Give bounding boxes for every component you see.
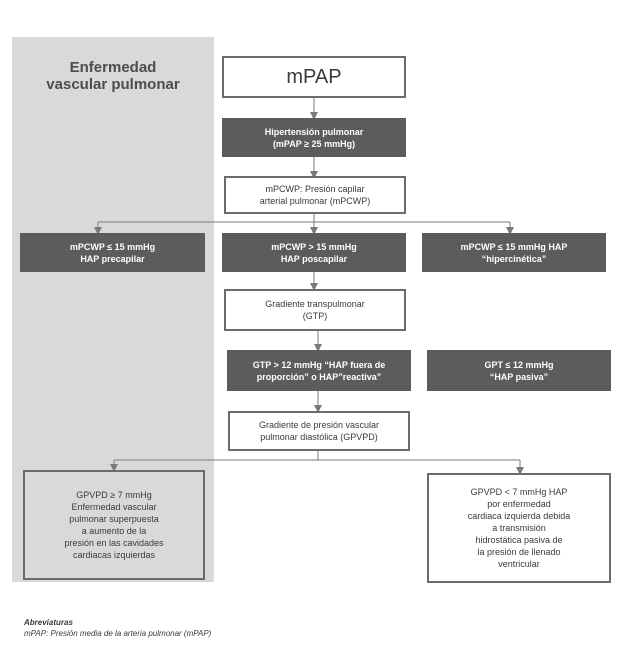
panel-title-line: vascular pulmonar xyxy=(46,76,180,93)
node-mpap: mPAP xyxy=(222,56,406,98)
node-hap-pasiva: GPT ≤ 12 mmHg “HAP pasiva” xyxy=(427,350,611,391)
node-line: cardiacas izquierdas xyxy=(72,550,156,560)
node-line: proporción” o HAP”reactiva” xyxy=(256,371,382,382)
node-gpvpd: Gradiente de presión vascular pulmonar d… xyxy=(228,411,410,451)
node-line: Hipertensión pulmonar xyxy=(264,126,364,137)
node-line: mPCWP > 15 mmHg xyxy=(271,241,357,252)
node-line: mPAP xyxy=(286,66,342,88)
node-line: ventricular xyxy=(498,559,540,569)
node-hipertension-pulmonar: Hipertensión pulmonar (mPAP ≥ 25 mmHg) xyxy=(222,118,406,157)
footnote-text: mPAP: Presión media de la arteria pulmon… xyxy=(24,629,212,638)
node-line: mPCWP ≤ 15 mmHg HAP xyxy=(460,241,568,252)
node-hap-hipercinetica: mPCWP ≤ 15 mmHg HAP “hipercinética” xyxy=(422,233,606,272)
node-line: hidrostática pasiva de xyxy=(475,535,563,545)
node-line: HAP poscapilar xyxy=(280,253,348,264)
node-line: mPCWP ≤ 15 mmHg xyxy=(69,241,156,252)
node-line: GPT ≤ 12 mmHg xyxy=(484,359,554,370)
node-enfermedad-superpuesta: GPVPD ≥ 7 mmHg Enfermedad vascular pulmo… xyxy=(23,470,205,580)
node-line: mPCWP: Presión capilar xyxy=(265,184,365,194)
panel-title-line: Enfermedad xyxy=(69,59,157,76)
node-line: (GTP) xyxy=(302,311,328,321)
node-gradiente-transpulmonar: Gradiente transpulmonar (GTP) xyxy=(224,289,406,331)
node-line: HAP precapilar xyxy=(80,253,145,264)
node-line: GPVPD < 7 mmHg HAP xyxy=(470,487,568,497)
node-hap-precapilar: mPCWP ≤ 15 mmHg HAP precapilar xyxy=(20,233,205,272)
node-line: por enfermedad xyxy=(487,499,551,509)
node-line: la presión de llenado xyxy=(477,547,561,557)
footnote-title: Abreviaturas xyxy=(24,618,73,627)
node-presion-llenado: GPVPD < 7 mmHg HAP por enfermedad cardia… xyxy=(427,473,611,583)
node-line: Gradiente transpulmonar xyxy=(265,299,365,309)
node-hap-poscapilar: mPCWP > 15 mmHg HAP poscapilar xyxy=(222,233,406,272)
node-line: Enfermedad vascular xyxy=(71,502,157,512)
node-line: Gradiente de presión vascular xyxy=(258,420,380,430)
node-line: pulmonar diastólica (GPVPD) xyxy=(260,432,378,442)
node-line: arterial pulmonar (mPCWP) xyxy=(259,196,371,206)
node-line: “hipercinética” xyxy=(481,253,547,264)
node-line: cardiaca izquierda debida xyxy=(467,511,571,521)
node-line: GPVPD ≥ 7 mmHg xyxy=(76,490,152,500)
node-line: (mPAP ≥ 25 mmHg) xyxy=(272,138,356,149)
node-line: a transmisión xyxy=(492,523,546,533)
node-hap-reactiva: GTP > 12 mmHg “HAP fuera de proporción” … xyxy=(227,350,411,391)
node-line: a aumento de la xyxy=(81,526,147,536)
node-line: presión en las cavidades xyxy=(64,538,164,548)
node-line: “HAP pasiva” xyxy=(489,371,549,382)
node-line: pulmonar superpuesta xyxy=(69,514,159,524)
node-line: GTP > 12 mmHg “HAP fuera de xyxy=(252,359,386,370)
panel-title: Enfermedad vascular pulmonar xyxy=(12,59,214,93)
node-mpcwp: mPCWP: Presión capilar arterial pulmonar… xyxy=(224,176,406,214)
abbreviations-footnote: Abreviaturas mPAP: Presión media de la a… xyxy=(24,617,211,639)
